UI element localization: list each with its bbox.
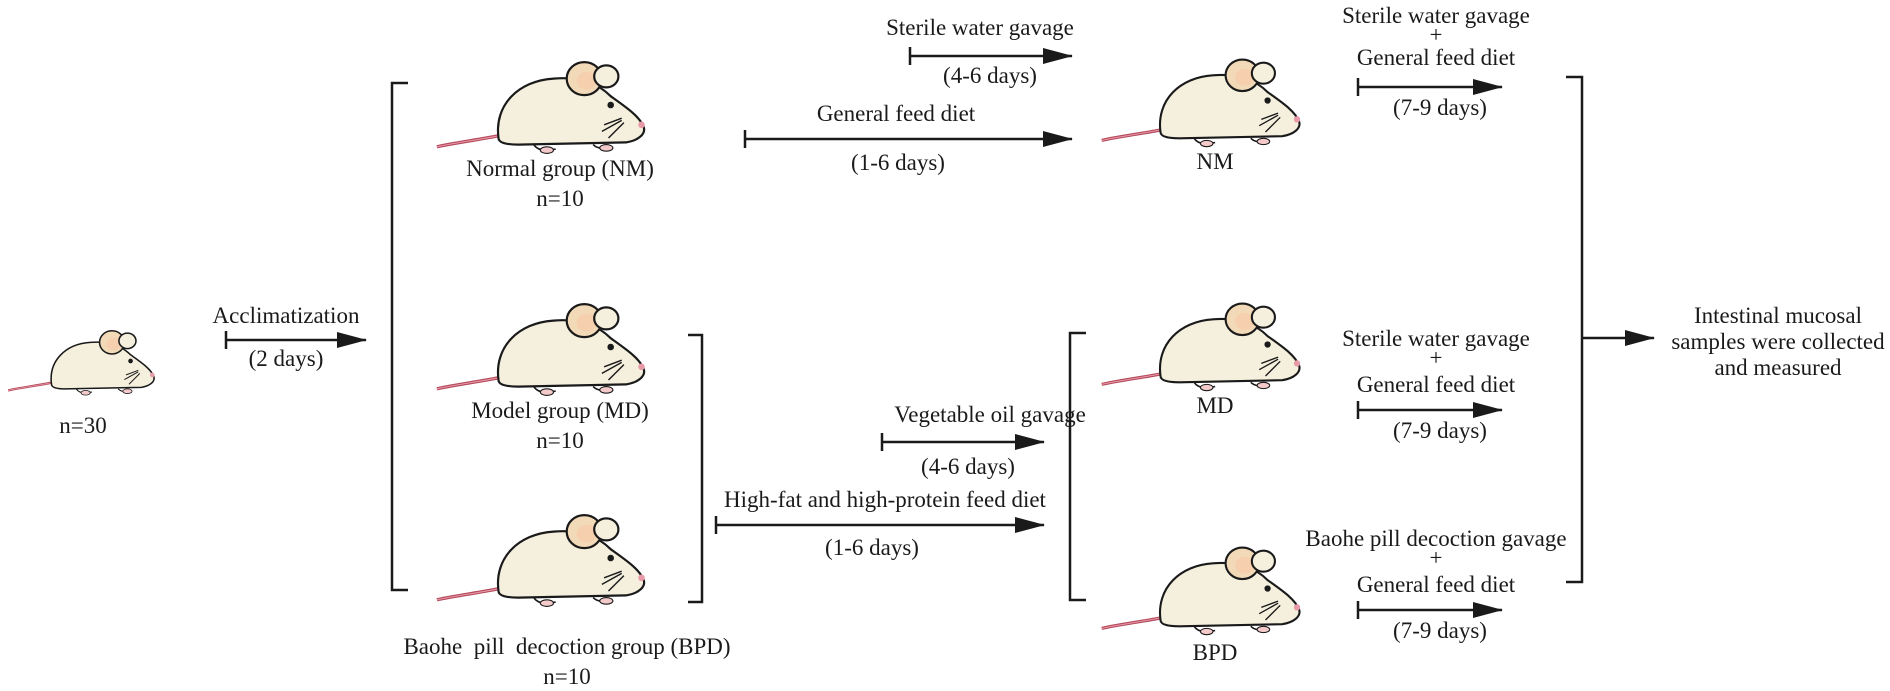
- final-outcome-line3: and measured: [1714, 355, 1842, 380]
- start-mouse-icon: [6, 329, 156, 397]
- model-gavage-label: Vegetable oil gavage: [894, 402, 1086, 427]
- normal-group-count: n=10: [536, 186, 584, 211]
- md-outcome-mouse-icon: [1100, 301, 1302, 393]
- acclimatization-duration: (2 days): [248, 346, 324, 371]
- start-count-label: n=30: [59, 413, 107, 438]
- nm-phase2-line2: General feed diet: [1356, 45, 1516, 70]
- final-outcome-line2: samples were collected: [1671, 329, 1885, 354]
- model-diet-label: High-fat and high-protein feed diet: [724, 487, 1046, 512]
- bpd-group-name: Baohe pill decoction group (BPD): [403, 634, 731, 659]
- md-bpd-bracket: [688, 333, 704, 604]
- nm-phase2-line1: Sterile water gavage: [1342, 3, 1530, 28]
- nm-outcome-mouse-icon: [1100, 57, 1302, 149]
- bpd-group-mouse-icon: [435, 513, 647, 609]
- normal-diet-label: General feed diet: [816, 101, 976, 126]
- final-bracket: [1566, 75, 1584, 584]
- bpd-phase2-line2: General feed diet: [1356, 572, 1516, 597]
- md-phase2-plus: +: [1429, 345, 1443, 370]
- normal-gavage-duration: (4-6 days): [943, 63, 1037, 88]
- final-outcome-line1: Intestinal mucosal: [1693, 303, 1862, 328]
- nm-phase2-duration: (7-9 days): [1393, 95, 1487, 120]
- model-gavage-duration: (4-6 days): [921, 454, 1015, 479]
- model-group-mouse-icon: [435, 302, 647, 398]
- md-bpd-outcome-bracket: [1068, 331, 1086, 602]
- final-outcome-text: Intestinal mucosal samples were collecte…: [1671, 303, 1884, 381]
- bpd-phase2-duration: (7-9 days): [1393, 618, 1487, 643]
- md-phase2-line2: General feed diet: [1356, 372, 1516, 397]
- md-phase2-duration: (7-9 days): [1393, 418, 1487, 443]
- bpd-phase2-plus: +: [1429, 545, 1443, 570]
- model-group-name: Model group (MD): [471, 398, 649, 423]
- group-split-bracket: [390, 81, 408, 592]
- nm-outcome-label: NM: [1196, 149, 1234, 174]
- model-group-count: n=10: [536, 428, 584, 453]
- normal-group-mouse-icon: [435, 60, 647, 156]
- normal-gavage-label: Sterile water gavage: [886, 15, 1074, 40]
- md-phase2-line1: Sterile water gavage: [1342, 326, 1530, 351]
- acclimatization-label: Acclimatization: [212, 303, 360, 328]
- nm-phase2-plus: +: [1429, 22, 1443, 47]
- md-outcome-label: MD: [1196, 393, 1234, 418]
- bpd-outcome-label: BPD: [1192, 640, 1238, 665]
- bpd-group-count: n=10: [543, 664, 591, 689]
- normal-group-name: Normal group (NM): [466, 156, 654, 181]
- normal-diet-duration: (1-6 days): [851, 150, 945, 175]
- bpd-phase2-line1: Baohe pill decoction gavage: [1305, 526, 1567, 551]
- bpd-outcome-mouse-icon: [1100, 545, 1302, 637]
- model-diet-duration: (1-6 days): [825, 535, 919, 560]
